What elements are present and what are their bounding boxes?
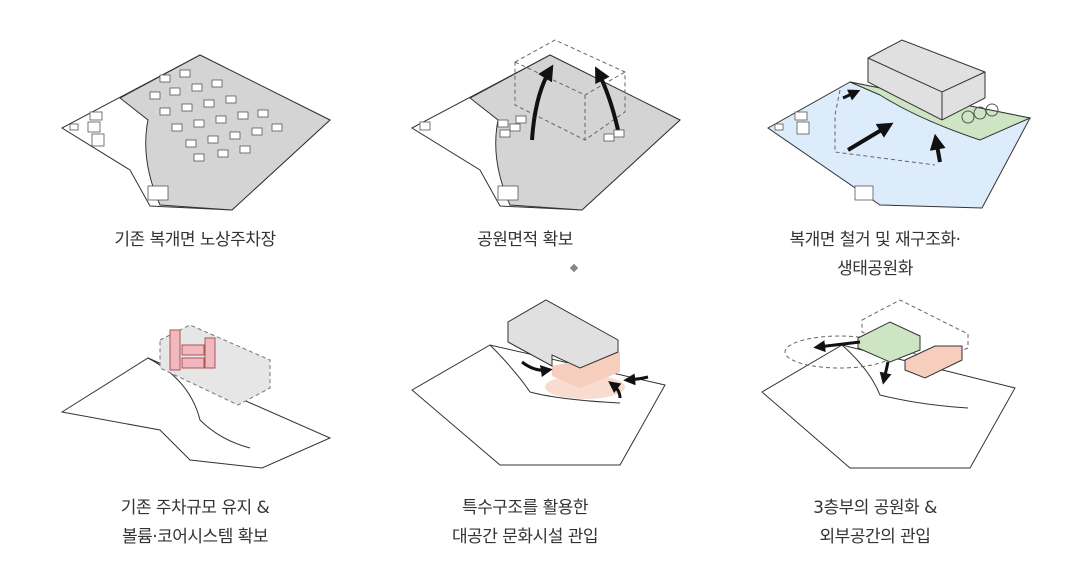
caption-line: 공원면적 확보 — [477, 230, 573, 250]
caption-line: 복개면 철거 및 재구조화· — [789, 230, 961, 250]
panel-2-park-area — [410, 39, 681, 211]
caption-panel-3: 복개면 철거 및 재구조화· 생태공원화 — [715, 226, 1035, 284]
panel-5-culture-space — [411, 299, 666, 466]
panel-4-volume-core — [60, 324, 332, 469]
caption-line: 기존 주차규모 유지 & — [120, 498, 270, 518]
panel-1-existing-parking — [60, 54, 331, 211]
divider-diamond — [569, 263, 579, 273]
caption-line: 대공간 문화시설 관입 — [451, 527, 599, 547]
panel-3-eco-park — [767, 39, 1032, 209]
caption-line: 외부공간의 관입 — [819, 527, 931, 547]
caption-line: 3층부의 공원화 & — [813, 498, 937, 518]
caption-panel-1: 기존 복개면 노상주차장 — [35, 226, 355, 255]
caption-line: 특수구조를 활용한 — [461, 498, 589, 518]
panel-6-rooftop-park — [761, 299, 1016, 469]
caption-line: 기존 복개면 노상주차장 — [114, 230, 276, 250]
caption-panel-4: 기존 주차규모 유지 & 볼륨·코어시스템 확보 — [35, 494, 355, 552]
caption-line: 볼륨·코어시스템 확보 — [121, 527, 269, 547]
caption-panel-6: 3층부의 공원화 & 외부공간의 관입 — [715, 494, 1035, 552]
caption-panel-2: 공원면적 확보 — [365, 226, 685, 255]
caption-line: 생태공원화 — [837, 259, 913, 279]
